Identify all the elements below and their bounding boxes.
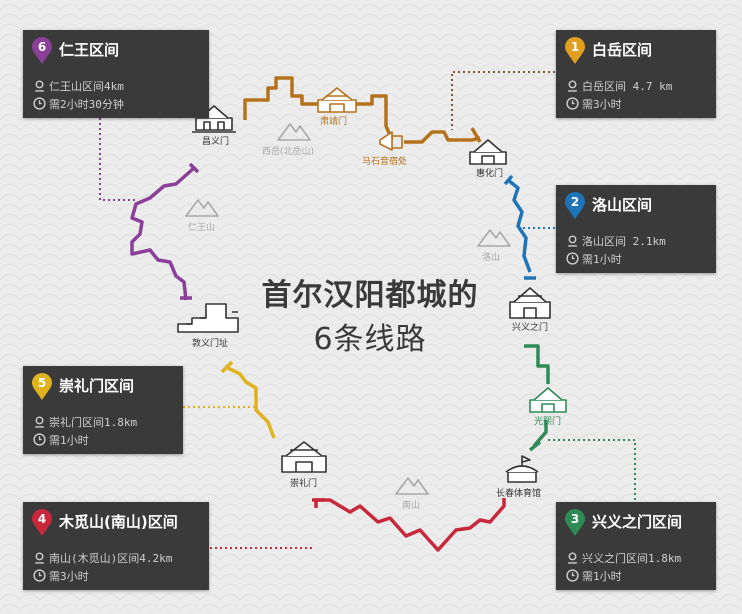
label-donuimun: 敦义门址 — [192, 339, 229, 349]
mountain-inwang-icon — [185, 199, 219, 217]
location-icon — [35, 552, 44, 564]
clock-icon — [33, 569, 46, 582]
pin-icon — [32, 509, 52, 536]
route-number: 2 — [570, 195, 580, 209]
time-row: 需1小时 — [33, 432, 89, 448]
label-changuimun: 昌义门 — [202, 137, 230, 147]
heunginjimun-gate-icon — [509, 287, 551, 319]
clock-icon — [33, 433, 46, 446]
route-time: 需1小时 — [582, 253, 622, 266]
label-sungnyemun: 崇礼门 — [290, 479, 318, 489]
pin-icon — [565, 37, 585, 64]
donuimun-site-icon — [177, 303, 239, 333]
time-row: 需1小时 — [566, 568, 622, 584]
time-row: 需3小时 — [566, 96, 622, 112]
distance-row: 洛山区间 2.1km — [566, 233, 666, 249]
label-hyehwamun: 惠化门 — [476, 169, 504, 179]
label-maseokgeum: 马石音宿处 — [362, 157, 408, 167]
clock-icon — [33, 97, 46, 110]
gwanghuimun-gate-icon — [529, 387, 567, 413]
route-5-line — [220, 360, 276, 439]
route-panel-4[interactable]: 4 木觅山(南山)区间 南山(木觅山)区间4.2km 需3小时 — [23, 502, 209, 590]
route-panel-3[interactable]: 3 兴义之门区间 兴义之门区间1.8km 需1小时 — [556, 502, 716, 590]
route-distance: 崇礼门区间1.8km — [49, 416, 138, 429]
location-icon — [35, 80, 44, 92]
route-1-line — [243, 76, 482, 144]
clock-icon — [566, 569, 579, 582]
route-4-line — [312, 498, 506, 552]
distance-row: 崇礼门区间1.8km — [33, 414, 137, 430]
route-number: 1 — [570, 40, 580, 54]
location-icon — [568, 80, 577, 92]
route-number: 3 — [570, 512, 580, 526]
route-number: 4 — [37, 512, 47, 526]
route-panel-1[interactable]: 1 白岳区间 白岳区间 4.7 km 需3小时 — [556, 30, 716, 118]
route-distance: 南山(木觅山)区间4.2km — [49, 552, 173, 565]
pin-icon — [565, 509, 585, 536]
pin-icon — [32, 373, 52, 400]
route-title: 木觅山(南山)区间 — [59, 513, 178, 531]
route-title: 白岳区间 — [592, 41, 653, 59]
route-2-line — [503, 174, 536, 280]
route-number: 6 — [37, 40, 47, 54]
page-subtitle: 6条线路 — [313, 322, 427, 357]
distance-row: 南山(木觅山)区间4.2km — [33, 550, 172, 566]
route-distance: 兴义之门区间1.8km — [582, 552, 682, 565]
route-panel-5[interactable]: 5 崇礼门区间 崇礼门区间1.8km 需1小时 — [23, 366, 183, 454]
mountain-naksan-icon — [477, 229, 511, 247]
label-namsan: 南山 — [402, 501, 421, 511]
route-distance: 仁王山区间4km — [49, 80, 124, 93]
route-distance: 白岳区间 4.7 km — [582, 80, 673, 93]
clock-icon — [566, 97, 579, 110]
page-title: 首尔汉阳都城的 — [261, 278, 479, 313]
hyehwamun-gate-icon — [469, 139, 507, 165]
label-naksan: 洛山 — [482, 253, 501, 263]
label-stadium: 长春体育馆 — [496, 489, 542, 499]
route-title: 洛山区间 — [592, 196, 653, 214]
time-row: 需1小时 — [566, 251, 622, 267]
sungnyemun-gate-icon — [281, 441, 327, 473]
route-distance: 洛山区间 2.1km — [582, 235, 666, 248]
connector-3 — [548, 439, 636, 500]
time-row: 需2小时30分钟 — [33, 96, 124, 112]
label-gwanghuimun: 光熙门 — [534, 417, 562, 427]
sukjeongmun-gate-icon — [317, 87, 357, 113]
route-title: 仁王区间 — [59, 41, 120, 59]
label-inwang: 仁王山 — [188, 223, 216, 233]
pin-icon — [32, 37, 52, 64]
label-heunginjimun: 兴义之门 — [512, 323, 549, 333]
route-title: 崇礼门区间 — [59, 377, 135, 395]
stadium-icon — [505, 455, 539, 483]
pin-icon — [565, 192, 585, 219]
connector-6 — [99, 118, 135, 201]
distance-row: 白岳区间 4.7 km — [566, 78, 672, 94]
connector-1 — [451, 71, 555, 130]
route-time: 需1小时 — [49, 434, 89, 447]
route-time: 需1小时 — [582, 570, 622, 583]
location-icon — [568, 235, 577, 247]
location-icon — [568, 552, 577, 564]
route-title: 兴义之门区间 — [592, 513, 683, 531]
distance-row: 兴义之门区间1.8km — [566, 550, 681, 566]
mountain-namsan-icon — [395, 477, 429, 495]
label-baegak: 西岳(北岳山) — [262, 147, 315, 157]
route-time: 需3小时 — [582, 98, 622, 111]
time-row: 需3小时 — [33, 568, 89, 584]
maseokgeum-icon — [379, 131, 403, 151]
route-number: 5 — [37, 376, 47, 390]
route-time: 需3小时 — [49, 570, 89, 583]
distance-row: 仁王山区间4km — [33, 78, 124, 94]
location-icon — [35, 416, 44, 428]
clock-icon — [566, 252, 579, 265]
route-panel-2[interactable]: 2 洛山区间 洛山区间 2.1km 需1小时 — [556, 185, 716, 273]
route-3-line — [524, 344, 550, 452]
route-6-line — [130, 162, 200, 301]
route-time: 需2小时30分钟 — [49, 98, 124, 111]
mountain-baegak-icon — [277, 123, 311, 141]
route-panel-6[interactable]: 6 仁王区间 仁王山区间4km 需2小时30分钟 — [23, 30, 209, 118]
label-sukjeongmun: 肃靖门 — [320, 117, 348, 127]
